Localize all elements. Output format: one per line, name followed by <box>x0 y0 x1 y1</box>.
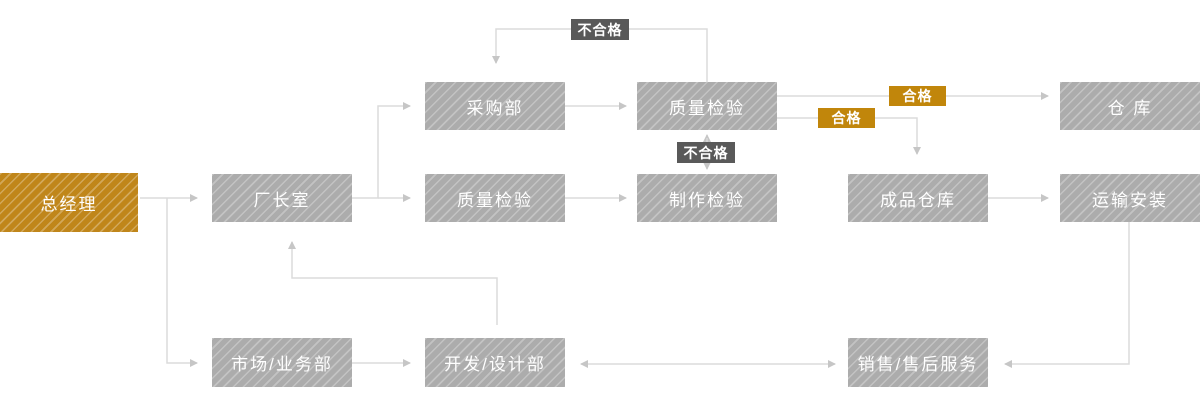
node-quality-inspection-incoming: 质量检验 <box>637 82 777 130</box>
node-sales-aftersales-service: 销售/售后服务 <box>848 338 988 387</box>
arrow-ceo-to-market <box>166 198 198 367</box>
node-purchasing-dept: 采购部 <box>425 82 565 130</box>
arrow-design-to-director <box>288 241 498 325</box>
badge-unqualified-mid: 不合格 <box>677 142 735 163</box>
node-transport-installation: 运输安装 <box>1060 174 1200 222</box>
node-warehouse: 仓 库 <box>1060 82 1200 130</box>
node-factory-director-office: 厂长室 <box>212 174 352 222</box>
node-quality-inspection: 质量检验 <box>425 174 565 222</box>
node-market-business-dept: 市场/业务部 <box>212 338 352 387</box>
badge-unqualified-top: 不合格 <box>571 19 629 40</box>
arrow-director-to-purchasing <box>352 102 411 199</box>
node-development-design-dept: 开发/设计部 <box>425 338 565 387</box>
arrow-transport-to-sales <box>1004 222 1130 368</box>
node-finished-goods-warehouse: 成品仓库 <box>848 174 988 222</box>
badge-qualified-lower: 合格 <box>818 108 875 128</box>
node-production-inspection: 制作检验 <box>637 174 777 222</box>
node-general-manager: 总经理 <box>0 173 138 232</box>
badge-qualified-upper: 合格 <box>889 86 946 106</box>
